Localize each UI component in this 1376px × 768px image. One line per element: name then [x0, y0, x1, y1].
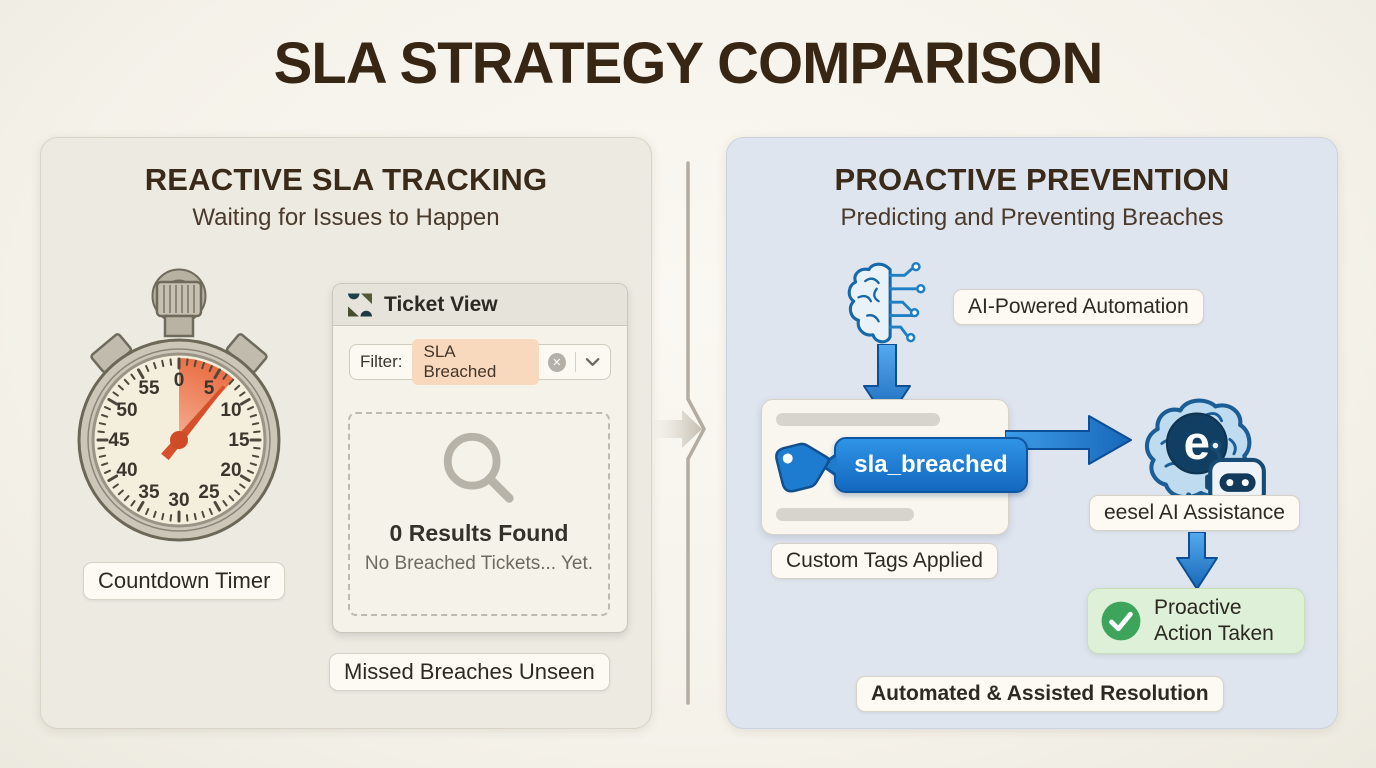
- reactive-subheading: Waiting for Issues to Happen: [192, 204, 500, 231]
- proactive-action-text: Proactive Action Taken: [1154, 595, 1274, 646]
- eesel-ai-icon: e: [1145, 398, 1266, 516]
- filter-divider: [574, 352, 576, 372]
- zendesk-logo-icon: [348, 293, 372, 316]
- svg-text:0: 0: [174, 370, 185, 391]
- tag-icon: [775, 442, 831, 493]
- svg-text:25: 25: [198, 482, 220, 503]
- remove-filter-button[interactable]: ✕: [547, 352, 566, 372]
- svg-text:45: 45: [108, 430, 130, 451]
- arrow-down-icon: [1176, 532, 1218, 590]
- svg-text:10: 10: [220, 400, 241, 421]
- svg-text:20: 20: [220, 460, 241, 481]
- chevron-down-icon[interactable]: [585, 357, 600, 367]
- reactive-panel: REACTIVE SLA TRACKING Waiting for Issues…: [40, 137, 652, 729]
- results-subtitle: No Breached Tickets... Yet.: [364, 553, 594, 574]
- svg-text:35: 35: [138, 482, 160, 503]
- countdown-timer-label: Countdown Timer: [83, 562, 286, 600]
- proactive-subheading: Predicting and Preventing Breaches: [840, 204, 1224, 231]
- sla-breached-tag-bubble: sla_breached: [819, 437, 1028, 493]
- ticket-view-card: Ticket View Filter: SLA Breached ✕ 0 Res…: [332, 283, 628, 633]
- svg-text:55: 55: [138, 378, 160, 399]
- svg-text:15: 15: [228, 430, 250, 451]
- proactive-heading: PROACTIVE PREVENTION: [834, 162, 1230, 197]
- empty-results-area: 0 Results Found No Breached Tickets... Y…: [348, 412, 610, 616]
- ai-powered-automation-label: AI-Powered Automation: [953, 289, 1204, 325]
- ticket-view-title: Ticket View: [384, 292, 498, 316]
- svg-text:50: 50: [116, 400, 137, 421]
- custom-tags-label: Custom Tags Applied: [771, 543, 998, 579]
- ai-brain-circuit-icon: [847, 262, 926, 344]
- search-icon: [443, 432, 514, 503]
- svg-text:5: 5: [204, 378, 215, 399]
- ticket-view-header: Ticket View: [333, 284, 627, 326]
- page-title: SLA STRATEGY COMPARISON: [273, 31, 1104, 96]
- robot-icon: [1205, 439, 1266, 507]
- eesel-ai-assistance-label: eesel AI Assistance: [1089, 495, 1300, 531]
- automated-resolution-label: Automated & Assisted Resolution: [856, 676, 1224, 712]
- text-placeholder-bar: [776, 508, 914, 521]
- panel-divider-arrow: [654, 161, 706, 705]
- filter-label: Filter:: [360, 352, 403, 371]
- results-count: 0 Results Found: [389, 520, 569, 546]
- proactive-action-box: Proactive Action Taken: [1087, 588, 1305, 654]
- missed-breaches-label: Missed Breaches Unseen: [329, 653, 610, 691]
- eesel-logo-letter: e: [1184, 417, 1210, 470]
- filter-bar[interactable]: Filter: SLA Breached ✕: [349, 339, 611, 385]
- check-circle-icon: [1101, 601, 1141, 641]
- svg-text:30: 30: [168, 490, 189, 511]
- text-placeholder-bar: [776, 413, 940, 426]
- svg-text:40: 40: [116, 460, 137, 481]
- reactive-heading: REACTIVE SLA TRACKING: [144, 162, 548, 197]
- action-line-1: Proactive: [1154, 596, 1242, 620]
- filter-chip-sla-breached[interactable]: SLA Breached: [411, 339, 539, 385]
- stopwatch-icon: 0 5 10 15 20 25 30 35 40 45 50 55: [77, 268, 281, 542]
- action-line-2: Action Taken: [1154, 622, 1274, 645]
- proactive-panel: PROACTIVE PREVENTION Predicting and Prev…: [726, 137, 1338, 729]
- dial-numbers: 0 5 10 15 20 25 30 35 40 45 50 55: [108, 370, 250, 511]
